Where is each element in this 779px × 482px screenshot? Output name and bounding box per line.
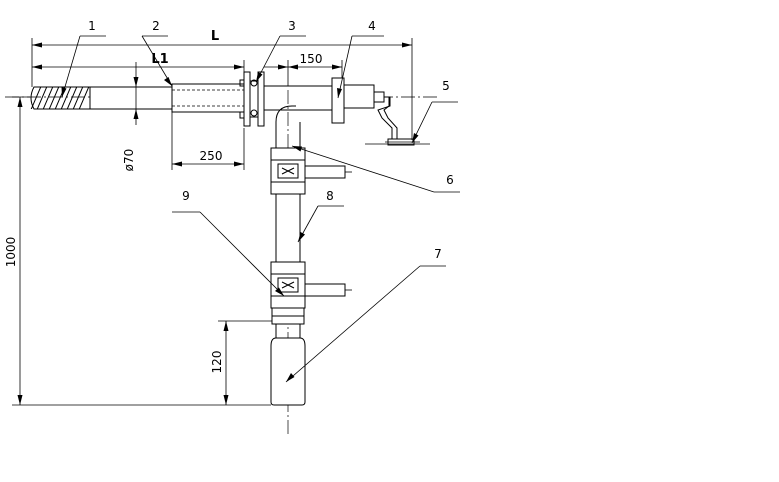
middle-pipe <box>275 193 301 263</box>
dimension-L-label: L <box>211 29 219 44</box>
tube <box>171 83 245 113</box>
dimension-L1-label: L1 <box>151 52 168 67</box>
connector-lower <box>271 315 305 325</box>
dimension-120-label: 120 <box>210 351 224 374</box>
callout-1: 1 <box>88 19 96 33</box>
dimension-diameter-label: ø70 <box>122 149 136 172</box>
dimension-150-label: 150 <box>300 52 323 66</box>
bearing-plate <box>331 77 345 124</box>
callout-9: 9 <box>182 189 190 203</box>
callout-5: 5 <box>442 79 450 93</box>
dimension-lines: L L1 150 250 ø70 1000 <box>4 29 413 406</box>
lower-valve <box>270 261 352 309</box>
dimension-250-label: 250 <box>200 149 223 163</box>
callout-7: 7 <box>434 247 442 261</box>
flange <box>239 71 265 127</box>
elbow <box>275 105 296 148</box>
bearing-housing <box>343 84 375 109</box>
horizontal-shaft-assembly <box>5 71 440 146</box>
callout-8: 8 <box>326 189 334 203</box>
callout-2: 2 <box>152 19 160 33</box>
crank-handle <box>365 96 430 146</box>
sample-bottle <box>270 337 306 406</box>
right-pipe <box>263 85 333 111</box>
upper-valve <box>270 147 352 195</box>
callouts: 1 2 3 4 5 6 7 8 <box>61 19 460 383</box>
callout-6: 6 <box>446 173 454 187</box>
callout-4: 4 <box>368 19 376 33</box>
dimension-1000-label: 1000 <box>4 237 18 268</box>
connector-upper <box>271 307 305 317</box>
shaft <box>89 86 173 110</box>
callout-3: 3 <box>288 19 296 33</box>
vertical-pipe-assembly <box>270 90 352 435</box>
